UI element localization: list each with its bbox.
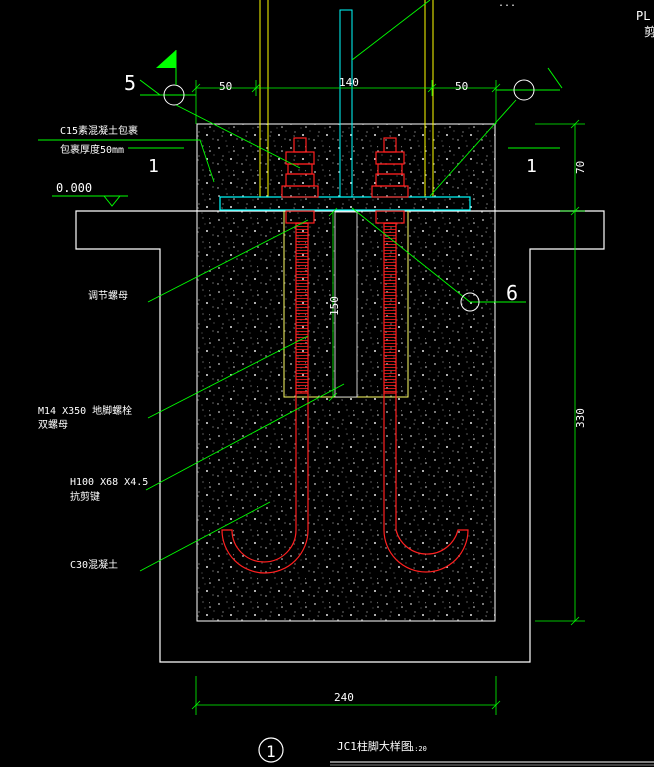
label-bolt-line2: 双螺母: [38, 419, 68, 431]
title-text: JC1柱脚大样图: [337, 739, 412, 753]
section-mark-left: [139, 79, 196, 106]
label-shear-line1: H100 X68 X4.5: [70, 477, 148, 488]
top-label: ...: [498, 0, 516, 9]
anchor-bolt-right: [371, 137, 469, 573]
title-scale: 1:20: [410, 745, 427, 753]
section-mark-right: [496, 67, 563, 101]
title-number: 1: [266, 742, 276, 761]
top-dimension: [191, 80, 501, 124]
dim-right-lower: 330: [574, 408, 587, 428]
elevation-mark: [52, 195, 128, 207]
bottom-dimension: [191, 676, 501, 715]
right-dimension: [535, 119, 585, 626]
leader-lines: [38, 0, 526, 572]
flag-icon: [156, 50, 176, 68]
cut-num-left: 1: [148, 156, 159, 177]
section-num-left: 5: [124, 71, 136, 95]
label-shear-line2: 抗剪键: [70, 490, 100, 503]
label-bolt-line1: M14 X350 地脚螺栓: [38, 404, 132, 417]
base-plate: [219, 196, 471, 211]
dim-bottom: 240: [334, 691, 354, 704]
section-six-bubble: [460, 292, 480, 312]
label-c15-line2: 包裹厚度50mm: [60, 143, 124, 156]
label-c15-line1: C15素混凝土包裹: [60, 124, 138, 137]
anchor-bolt-left: [221, 137, 319, 574]
column-section: [259, 0, 434, 197]
dim-top-left: 50: [219, 80, 232, 93]
top-right-label: PL: [636, 9, 650, 23]
cut-num-right: 1: [526, 156, 537, 177]
dim-top-right: 50: [455, 80, 468, 93]
dim-right-upper: 70: [574, 161, 587, 174]
section-num-right: 6: [506, 281, 518, 305]
c15-encasement-outline: [196, 123, 496, 622]
top-right-sub: 剪: [644, 24, 654, 39]
title-bubble: [258, 737, 284, 763]
shear-key-web: [334, 211, 358, 398]
label-c30: C30混凝土: [70, 558, 118, 571]
inner-dimension: [328, 207, 338, 402]
foundation-outline: [75, 210, 605, 663]
dim-inner-150: 150: [328, 296, 341, 316]
elevation-text: 0.000: [56, 181, 92, 195]
dim-top-mid: 140: [339, 76, 359, 89]
label-adjust-nut: 调节螺母: [88, 290, 128, 302]
